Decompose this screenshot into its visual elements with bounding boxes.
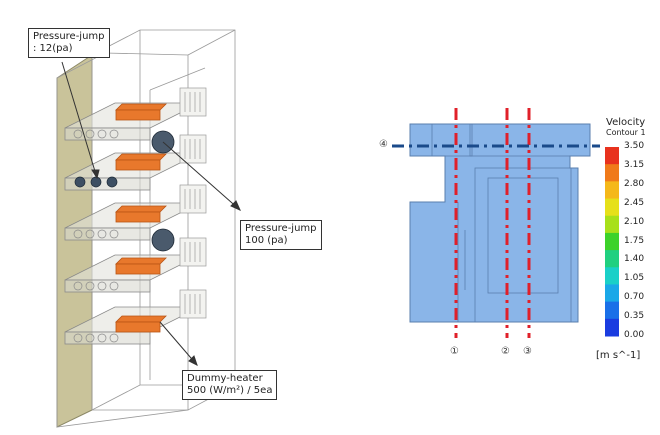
section-marker-4: ④ xyxy=(379,139,388,150)
heater-2 xyxy=(115,153,167,161)
section-marker-2: ② xyxy=(501,346,510,357)
legend-tick-label: 3.15 xyxy=(624,159,645,170)
heater-5 xyxy=(115,315,167,323)
small-fans xyxy=(74,176,118,188)
small-fan-icon xyxy=(74,176,86,188)
legend-tick-label: 2.45 xyxy=(624,197,645,208)
callout-arrows xyxy=(61,61,241,366)
callout-value: 100 (pa) xyxy=(245,235,288,246)
callout-value: : 12(pa) xyxy=(33,43,73,54)
legend-title: Velocity Contour 1 xyxy=(606,118,646,138)
vent-holes xyxy=(73,129,119,343)
small-fan-icon xyxy=(106,176,118,188)
callout-title: Pressure-jump xyxy=(245,223,317,234)
legend-tick-label: 0.70 xyxy=(624,292,645,303)
large-fan-icon xyxy=(151,228,175,252)
heater-1 xyxy=(115,103,167,111)
callout-title: Pressure-jump xyxy=(33,31,105,42)
legend-tick-label: 1.05 xyxy=(624,273,645,284)
legend-tick-label: 0.00 xyxy=(624,330,645,340)
rear-rack xyxy=(179,87,207,319)
section-marker-1: ① xyxy=(450,346,459,357)
section-marker-3: ③ xyxy=(523,346,532,357)
arrow-pressure-jump-small xyxy=(61,61,98,179)
legend-title-line1: Velocity xyxy=(606,117,646,128)
callout-pressure-jump-small: Pressure-jump : 12(pa) xyxy=(28,28,110,58)
arrow-dummy-heater xyxy=(159,321,198,366)
legend-tick-label: 0.35 xyxy=(624,311,645,322)
side-wall xyxy=(56,54,93,428)
small-fan-icon xyxy=(90,176,102,188)
arrow-pressure-jump-large xyxy=(162,141,241,211)
legend-tick-label: 1.75 xyxy=(624,235,645,246)
callout-title: Dummy-heater xyxy=(187,373,263,384)
legend-title-line2: Contour 1 xyxy=(606,128,646,137)
legend-tick-label: 3.50 xyxy=(624,141,645,151)
callout-pressure-jump-large: Pressure-jump 100 (pa) xyxy=(240,220,322,250)
callout-dummy-heater: Dummy-heater 500 (W/m²) / 5ea xyxy=(182,370,278,400)
callout-value: 500 (W/m²) / 5ea xyxy=(187,385,273,396)
heater-3 xyxy=(115,205,167,213)
heater-4 xyxy=(115,257,167,265)
legend-tick-label: 2.80 xyxy=(624,178,645,189)
legend-tick-label: 1.40 xyxy=(624,254,645,265)
legend-unit: [m s^-1] xyxy=(596,350,641,361)
heaters xyxy=(115,103,167,333)
legend-tick-label: 2.10 xyxy=(624,216,645,227)
